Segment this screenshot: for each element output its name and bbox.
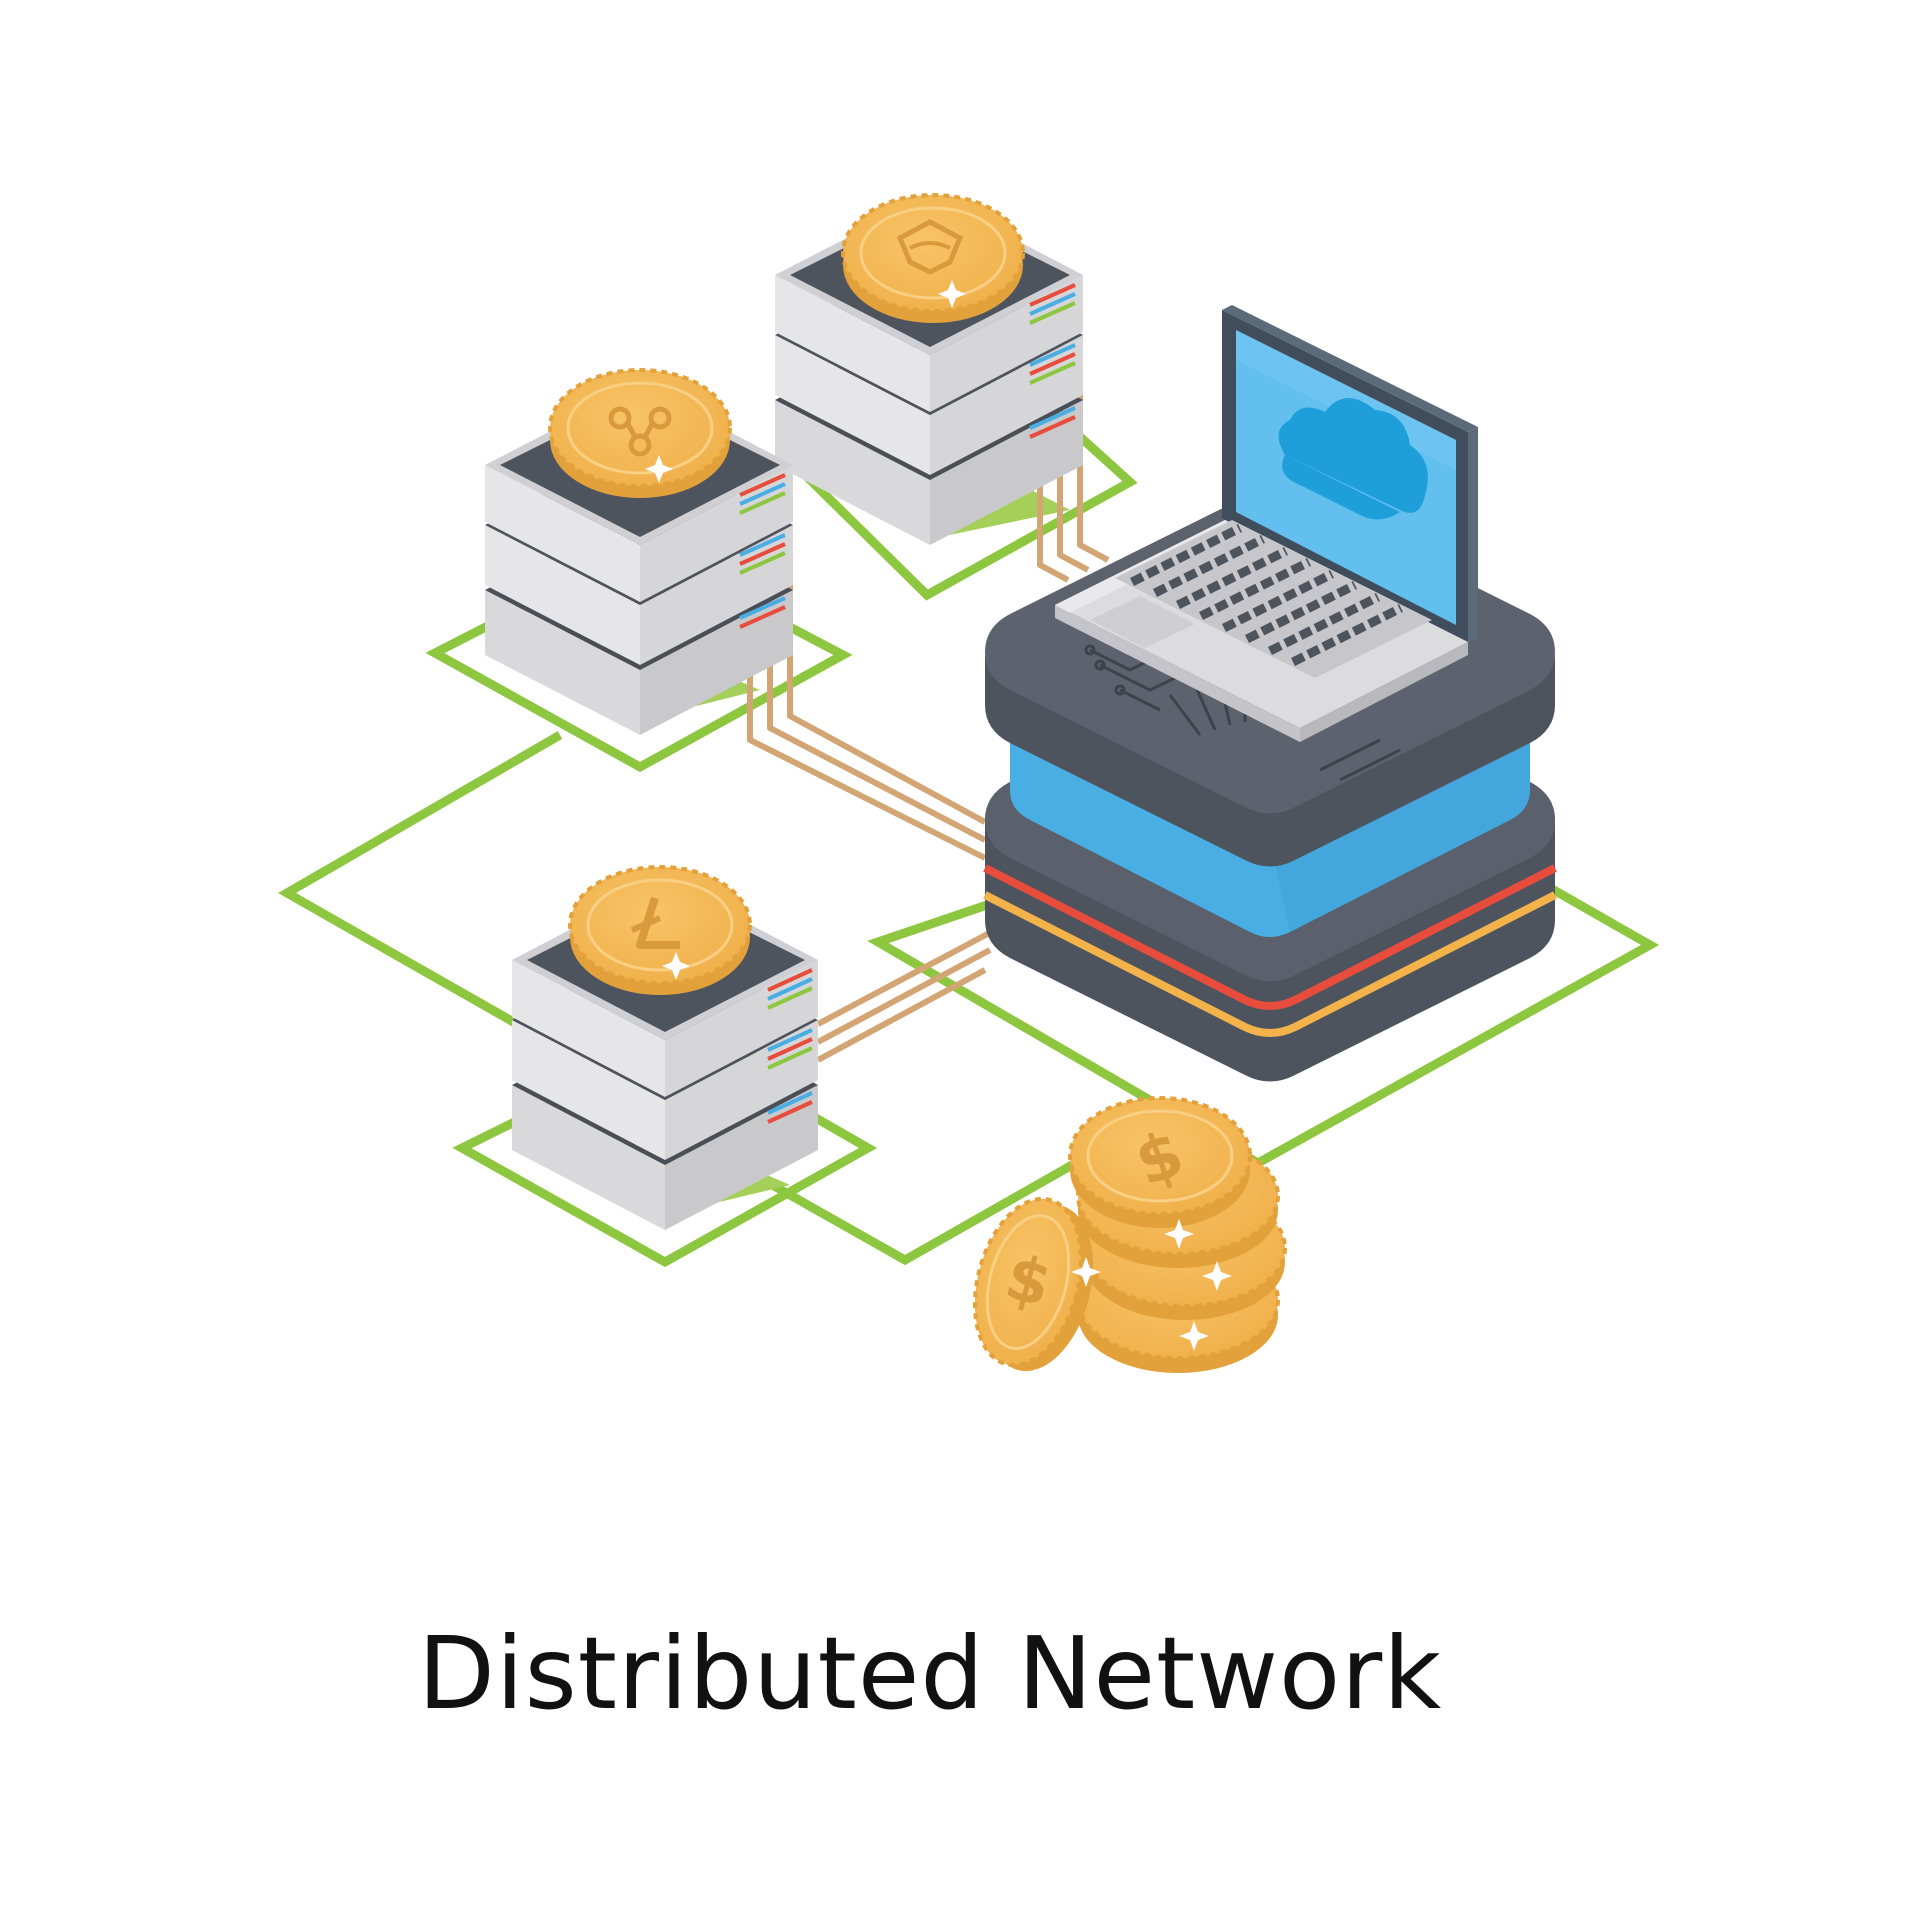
hub-stripe-yellow [983,891,1557,1037]
status-leds [767,968,813,1124]
dollar-coin-icon: $ [1068,1096,1252,1228]
laptop [1055,305,1478,742]
nem-coin-icon [841,193,1025,323]
status-leds [739,473,786,629]
caption-title: Distributed Network [417,1615,1443,1732]
ripple-coin-icon [548,368,732,498]
cloud-icon [1278,397,1428,520]
network-loop-left [277,731,563,1044]
keyboard-keys [1129,523,1404,667]
server-stack-bottom [512,865,818,1230]
laptop-trackpad [1090,596,1195,648]
hub-stripe-red [983,864,1557,1010]
sparkles [1071,1219,1232,1351]
upright-dollar-coin: $ [972,1196,1094,1372]
litecoin-coin-icon [568,865,752,995]
status-leds [1029,283,1076,439]
dollar-coin-pile: $ $ [972,1096,1287,1373]
server-stack-top-right [775,193,1083,545]
server-stack-top-left [485,368,793,735]
